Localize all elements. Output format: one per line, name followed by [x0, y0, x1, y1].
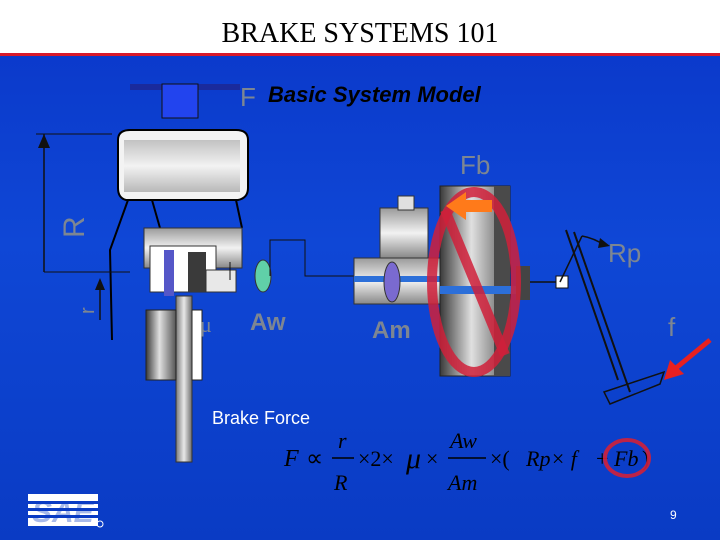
- wheel-hub: [143, 227, 243, 296]
- master-cylinder-area-label: Am: [372, 317, 411, 344]
- formula-Rp-f: Rp× f: [525, 446, 580, 471]
- formula-proportional: ∝: [306, 446, 323, 472]
- load-indicator: [130, 83, 240, 119]
- pedal-force-label: f: [668, 312, 676, 342]
- brake-radius-label: r: [77, 307, 99, 314]
- booster-force-label: Fb: [460, 150, 490, 180]
- wheel-cylinder-area-label: Aw: [250, 309, 286, 336]
- tire: [108, 129, 249, 341]
- wheel-cylinder-piston: [254, 259, 272, 293]
- formula-times-2: ×2×: [358, 446, 394, 471]
- slide-header: BRAKE SYSTEMS 101: [0, 0, 720, 56]
- formula-times-open: ×(: [490, 446, 510, 471]
- pedal-force-arrow: [664, 338, 712, 380]
- booster-force-arrow: [446, 192, 492, 220]
- radius-dimension: [36, 133, 130, 320]
- header-divider: [0, 53, 720, 56]
- brake-force-label: Brake Force: [212, 408, 311, 428]
- tire-radius-label: R: [58, 216, 91, 238]
- slide-subtitle: Basic System Model: [268, 82, 481, 107]
- formula-R: R: [333, 470, 348, 495]
- formula-Am: Am: [446, 470, 477, 495]
- formula-Aw: Aw: [448, 428, 477, 453]
- brake-force-formula: F ∝ r R ×2× μ × Aw Am ×( Rp× f + Fb ): [283, 428, 651, 495]
- sae-logo: SAE: [28, 494, 104, 529]
- axle: [145, 295, 203, 463]
- formula-mu: μ: [405, 442, 421, 475]
- slide-title: BRAKE SYSTEMS 101: [221, 18, 499, 49]
- friction-coefficient-label: μ: [200, 312, 212, 337]
- formula-force: F: [283, 446, 299, 472]
- brake-pedal: [530, 229, 666, 405]
- brake-system-diagram: F R r μ Aw Am Fb Rp f: [36, 82, 712, 463]
- formula-close: ): [642, 446, 649, 471]
- formula-Fb: Fb: [613, 446, 638, 471]
- prohibition-symbol: [427, 187, 521, 377]
- formula-times: ×: [426, 446, 438, 471]
- page-number: 9: [670, 508, 677, 522]
- pedal-ratio-label: Rp: [608, 238, 641, 268]
- load-force-label: F: [240, 82, 256, 112]
- sae-logo-text: SAE: [32, 496, 95, 529]
- formula-r: r: [338, 428, 347, 453]
- formula-Fb-highlight: [603, 438, 651, 478]
